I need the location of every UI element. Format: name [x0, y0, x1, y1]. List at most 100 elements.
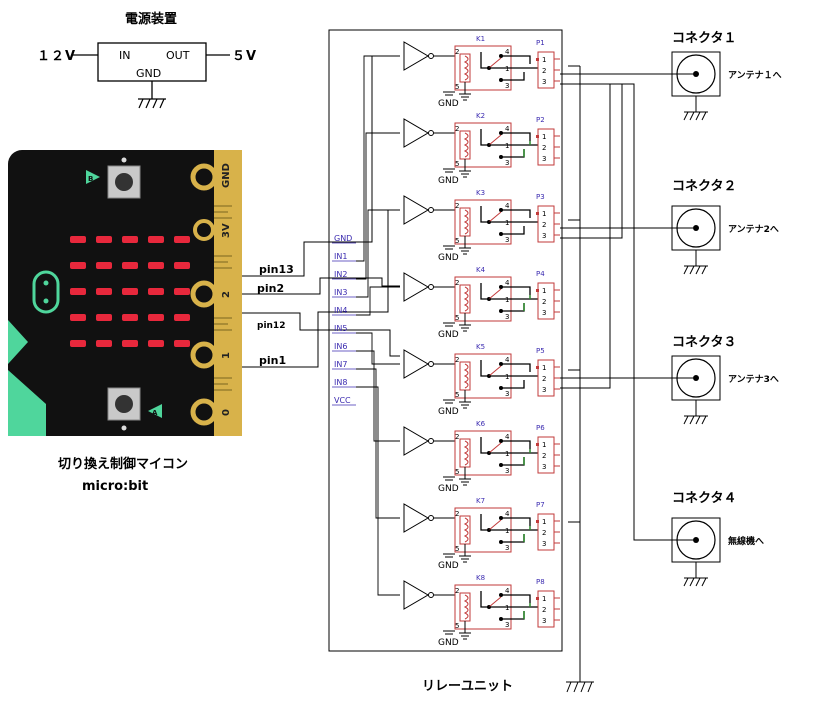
header-label: P2: [536, 116, 545, 124]
contact-pin-number: 4: [505, 356, 510, 364]
microbit-logo: [32, 270, 60, 314]
relay-label: K1: [476, 35, 485, 43]
contact-pin-number: 1: [505, 450, 509, 458]
port-label: IN4: [334, 306, 347, 315]
header-pin-number: 2: [542, 375, 546, 383]
contact-pin-number: 4: [505, 433, 510, 441]
header-pin-number: 2: [542, 606, 546, 614]
led-pixel: [96, 262, 112, 269]
port-label: IN8: [334, 378, 347, 387]
header-pin-number: 2: [542, 67, 546, 75]
driver-buffer: [403, 503, 429, 533]
led-pixel: [70, 288, 86, 295]
contact-pin-number: 4: [505, 202, 510, 210]
edge-pad-2: 2: [190, 280, 232, 308]
pin-label-2: pin2: [257, 282, 284, 295]
led-pixel: [174, 262, 190, 269]
regulator-in-label: IN: [119, 49, 130, 62]
connector-name: コネクタ３: [672, 335, 736, 350]
led-pixel: [122, 236, 138, 243]
relay-label: K3: [476, 189, 485, 197]
coax-connector: コネクタ１ アンテナ１へ: [671, 31, 782, 121]
driver-buffer: [403, 426, 429, 456]
contact-pin-number: 1: [505, 142, 509, 150]
ground-label: GND: [438, 407, 459, 417]
header-label: P5: [536, 347, 545, 355]
driver-buffer: [403, 349, 429, 379]
connectors: コネクタ１アンテナ１へコネクタ２アンテナ2へコネクタ３アンテナ3へコネクタ４無線…: [671, 31, 782, 587]
connector-destination: アンテナ2へ: [728, 224, 779, 235]
contact-pin-number: 1: [505, 219, 509, 227]
svg-text:B: B: [88, 175, 93, 183]
contact-pin-number: 4: [505, 510, 510, 518]
regulator-out-label: OUT: [166, 49, 190, 62]
contact-pin-number: 3: [505, 159, 509, 167]
coil-pin-number: 2: [455, 433, 459, 441]
coil-pin-number: 5: [455, 622, 459, 630]
svg-text:GND: GND: [221, 163, 232, 188]
led-pixel: [174, 340, 190, 347]
relay-unit-frame: [328, 29, 563, 652]
connector-name: コネクタ２: [672, 179, 736, 194]
pin-label-13: pin13: [259, 263, 294, 276]
microbit-caption-model: micro:bit: [82, 479, 148, 494]
contact-pin-number: 1: [505, 373, 509, 381]
driver-buffer: [403, 41, 429, 71]
board-accent-shape: [8, 370, 46, 436]
svg-text:A: A: [152, 409, 158, 417]
contact-pin-number: 3: [505, 621, 509, 629]
edge-pad-gnd: GND: [190, 163, 232, 191]
header-pin-number: 1: [542, 210, 546, 218]
contact-pin-number: 3: [505, 544, 509, 552]
led-pixel: [174, 288, 190, 295]
coil-pin-number: 2: [455, 510, 459, 518]
power-ground-symbol: [138, 98, 166, 109]
header-pin-number: 3: [542, 617, 546, 625]
header-pin-number: 3: [542, 540, 546, 548]
contact-pin-number: 1: [505, 527, 509, 535]
button-b: B: [86, 157, 141, 199]
contact-pin-number: 3: [505, 82, 509, 90]
contact-pin-number: 3: [505, 390, 509, 398]
header-pin-number: 1: [542, 518, 546, 526]
svg-text:1: 1: [221, 352, 232, 359]
led-pixel: [122, 288, 138, 295]
contact-pin-number: 3: [505, 313, 509, 321]
led-pixel: [96, 340, 112, 347]
contact-pin-number: 1: [505, 604, 509, 612]
header-pin-number: 1: [542, 133, 546, 141]
header-label: P8: [536, 578, 545, 586]
connector-destination: アンテナ１へ: [728, 70, 782, 81]
header-pin-number: 1: [542, 441, 546, 449]
led-pixel: [148, 236, 164, 243]
svg-text:0: 0: [221, 409, 232, 416]
header-pin-number: 3: [542, 155, 546, 163]
coil-pin-number: 2: [455, 202, 459, 210]
ground-label: GND: [438, 176, 459, 186]
led-pixel: [122, 314, 138, 321]
relay-label: K4: [476, 266, 486, 274]
connector-name: コネクタ１: [672, 31, 736, 46]
relay-label: K7: [476, 497, 485, 505]
coil-pin-number: 5: [455, 237, 459, 245]
relay-label: K6: [476, 420, 486, 428]
led-pixel: [70, 314, 86, 321]
coil-pin-number: 2: [455, 125, 459, 133]
led-pixel: [122, 262, 138, 269]
coil-pin-number: 5: [455, 545, 459, 553]
coil-pin-number: 5: [455, 314, 459, 322]
ground-label: GND: [438, 99, 459, 109]
port-label: GND: [334, 234, 352, 243]
driver-buffer: [403, 118, 429, 148]
ground-label: GND: [438, 330, 459, 340]
